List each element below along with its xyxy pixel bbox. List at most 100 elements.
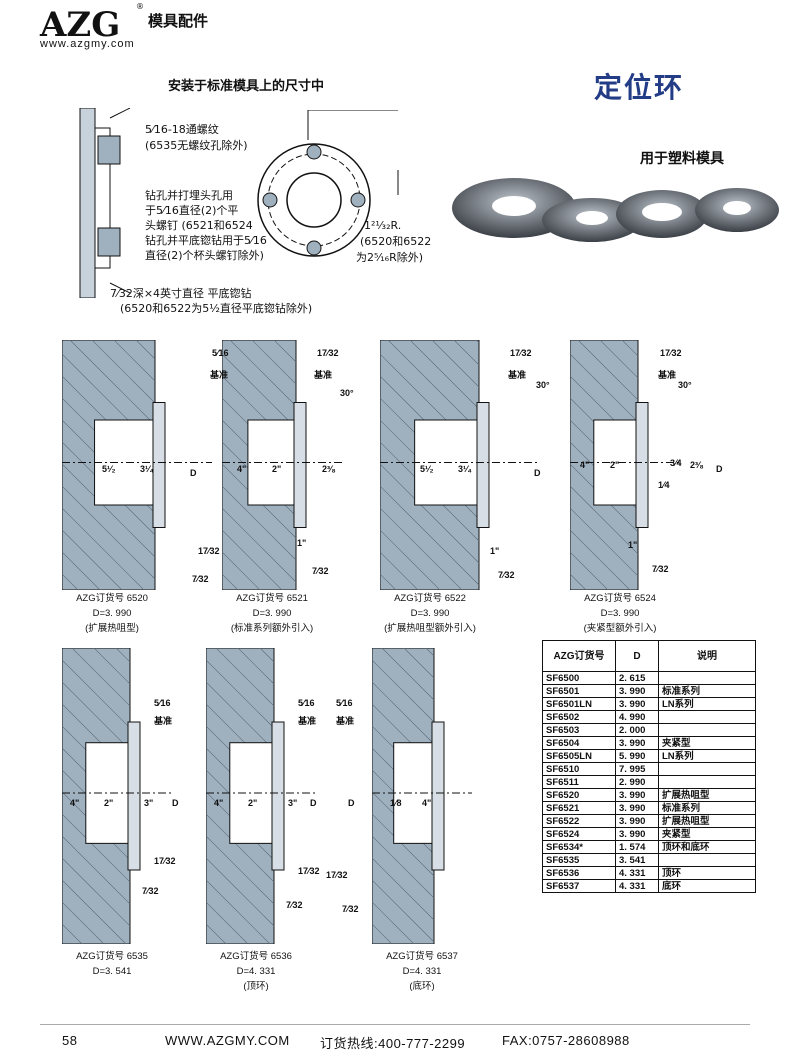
cell-d: 3. 990 — [615, 827, 659, 841]
dimension-label: 17⁄32 — [154, 856, 176, 866]
cell-order-no: SF6500 — [542, 671, 616, 685]
cell-desc — [658, 723, 756, 737]
cell-desc: 扩展热咀型 — [658, 788, 756, 802]
dimension-label: 17⁄32 — [298, 866, 320, 876]
registered-mark: ® — [136, 2, 144, 11]
cell-desc — [658, 775, 756, 789]
dimension-label: 30° — [536, 380, 550, 390]
note-thread-a: 5⁄16-18通螺纹 — [145, 123, 219, 136]
cell-d: 3. 990 — [615, 697, 659, 711]
hatch-line — [431, 340, 480, 388]
cell-d: 2. 615 — [615, 671, 659, 685]
header-website[interactable]: www.azgmy.com — [40, 38, 135, 50]
hatch-line — [380, 529, 441, 590]
note-drill-4: 钻孔并平底锪钻用于5⁄16 — [145, 234, 267, 247]
hatch-line — [380, 485, 480, 586]
hatch-line — [62, 485, 156, 580]
hatch-line — [621, 340, 639, 357]
note-drill-2: 于5⁄16直径(2)个平 — [145, 204, 239, 217]
cell-order-no: SF6501LN — [542, 697, 616, 711]
drawing-caption: (扩展热咀型额外引入) — [384, 623, 476, 634]
page-subtitle: 用于塑料模具 — [640, 151, 724, 167]
hatch-line — [570, 573, 587, 590]
hatch-line — [62, 507, 145, 590]
drawing-caption: (标准系列额外引入) — [230, 623, 314, 634]
hatch-line — [599, 340, 639, 379]
cell-order-no: SF6504 — [542, 736, 616, 750]
section-drawing-6521 — [222, 340, 342, 590]
note-drill-3: 头螺钉 (6521和6524 — [145, 219, 253, 232]
dimension-label: D — [534, 468, 541, 478]
dimension-label: 3" — [288, 798, 298, 808]
dimension-label: 4" — [214, 798, 224, 808]
drawing-caption: D=4. 331 — [402, 966, 442, 977]
hatch-line — [222, 507, 297, 583]
note-thread-b: (6535无螺纹孔除外) — [145, 139, 248, 152]
cell-desc: 顶环和底环 — [658, 840, 756, 854]
dimension-label: 4" — [580, 460, 590, 470]
hatch-line — [206, 879, 271, 944]
cell-d: 7. 995 — [615, 762, 659, 776]
cell-d: 2. 000 — [615, 723, 659, 737]
dimension-label: 17⁄32 — [326, 870, 348, 880]
note-radius-3: 为2⁵⁄₁₆R除外) — [356, 251, 423, 264]
hatch-line — [372, 659, 435, 723]
dimension-label: 7⁄32 — [652, 564, 669, 574]
dimension-label: 7⁄32 — [312, 566, 329, 576]
dimension-label: 30° — [340, 388, 354, 398]
hatch-line — [380, 507, 463, 590]
hatch-line — [62, 857, 131, 927]
locating-ring-section — [293, 402, 307, 528]
drawing-caption: AZG订货号 6522 — [394, 593, 466, 604]
hatch-line — [372, 923, 393, 944]
footer-website[interactable]: WWW.AZGMY.COM — [165, 1033, 290, 1048]
cell-desc — [658, 762, 756, 776]
hatch-line — [222, 529, 283, 590]
dimension-label: 7⁄32 — [286, 900, 303, 910]
hatch-line — [259, 648, 275, 663]
dimension-label: 17⁄32 — [510, 348, 532, 358]
hatch-line — [206, 923, 227, 944]
cell-desc — [658, 853, 756, 867]
hatch-line — [62, 835, 131, 905]
cell-order-no: SF6534* — [542, 840, 616, 854]
dimension-label: 5⁄16 — [212, 348, 229, 358]
hatch-line — [62, 879, 127, 944]
dimension-label: 基准 — [658, 370, 677, 380]
hatch-line — [222, 573, 239, 590]
drawing-caption: D=4. 331 — [236, 966, 276, 977]
dimension-label: D — [348, 798, 355, 808]
hatch-line — [570, 353, 639, 423]
dimension-label: 2³⁄₈ — [322, 464, 336, 474]
hatch-line — [206, 901, 249, 944]
cell-desc: 顶环 — [658, 866, 756, 880]
hatch-line — [113, 340, 156, 382]
hatch-line — [215, 648, 275, 707]
dimension-label: 2" — [104, 798, 114, 808]
cell-order-no: SF6521 — [542, 801, 616, 815]
note-bottom-2: (6520和6522为5¹⁄₂直径平底锪钻除外) — [120, 302, 313, 315]
note-bottom-1: 7⁄32深×4英寸直径 平底锪钻 — [110, 287, 252, 300]
hatch-line — [62, 463, 156, 558]
drawing-caption: AZG订货号 6524 — [584, 593, 656, 604]
hatch-line — [93, 648, 131, 685]
drawing-caption: D=3. 990 — [92, 608, 132, 619]
dimension-label: 1" — [628, 540, 638, 550]
dimension-label: D — [172, 798, 179, 808]
hatch-line — [206, 813, 275, 883]
dimension-label: 7⁄32 — [498, 570, 515, 580]
hatch-line — [273, 340, 297, 363]
logo-text: AZG — [39, 6, 120, 40]
dimension-label: D — [716, 464, 723, 474]
cell-d: 4. 990 — [615, 710, 659, 724]
note-drill-1: 钻孔并打埋头孔用 — [145, 189, 233, 202]
